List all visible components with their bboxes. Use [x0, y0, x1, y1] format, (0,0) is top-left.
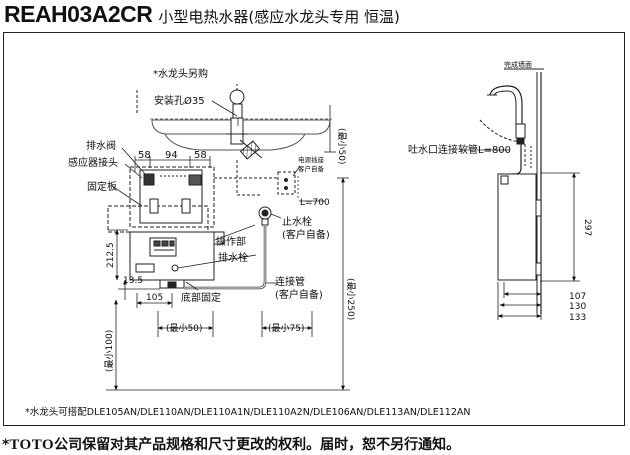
dim-130: 130 [569, 302, 586, 312]
dim-min50-bottom: (最小50) [166, 323, 202, 334]
dim-l700: L=700 [300, 198, 330, 208]
front-dimensions [106, 100, 350, 391]
dim-94: 94 [165, 150, 178, 161]
side-dimensions [460, 149, 580, 320]
footer-disclaimer: *TOTO公司保留对其产品规格和尺寸更改的权利。届时，恕不另行通知。 [2, 434, 460, 454]
label-faucet-separate: *水龙头另购 [153, 67, 208, 80]
dim-13-5: 13.5 [123, 276, 143, 286]
label-stop-valve-1: 止水栓 [282, 215, 312, 228]
dim-min100: (最小100) [104, 330, 115, 372]
label-power-outlet-1: 电源插座 [298, 155, 325, 164]
label-fixing-plate: 固定板 [87, 180, 117, 193]
page-title: REAH03A2CR 小型电热水器(感应水龙头专用 恒温) [4, 1, 400, 31]
label-connection-pipe-1: 连接管 [275, 275, 305, 288]
side-view [479, 68, 544, 314]
label-connection-pipe-2: (客户自备) [275, 288, 323, 301]
label-control-unit: 操作部 [216, 235, 246, 248]
brand-name: TOTO [9, 437, 55, 453]
stop-valve [258, 206, 272, 226]
front-view [107, 84, 332, 290]
dim-105: 105 [146, 293, 163, 303]
dim-min250: (最小250) [345, 278, 356, 320]
faucet-side [487, 85, 526, 145]
dim-212-5: 212.5 [106, 242, 116, 268]
label-stop-valve-2: (客户自备) [282, 228, 330, 241]
label-drain-plug: 排水栓 [218, 251, 248, 264]
faucet-compatibility-note: *水龙头可搭配DLE105AN/DLE110AN/DLE110A1N/DLE11… [25, 407, 471, 418]
label-drain-valve: 排水阀 [86, 139, 116, 152]
model-number: REAH03A2CR [4, 1, 153, 27]
water-heater-side [497, 146, 542, 281]
dim-min75: (最小75) [268, 323, 304, 334]
dim-297: 297 [582, 219, 592, 236]
label-outlet-hose: 吐水口连接软管L=800 [408, 143, 511, 156]
label-sensor-connector: 感应器接头 [68, 156, 118, 169]
product-description: 小型电热水器(感应水龙头专用 恒温) [158, 8, 400, 26]
dim-58b: 58 [194, 150, 207, 161]
dim-133: 133 [569, 313, 586, 323]
label-bottom-fixing: 底部固定 [181, 291, 221, 304]
dim-107: 107 [569, 292, 586, 302]
drawing-frame [3, 32, 625, 426]
footer-mark: * [2, 437, 10, 453]
dim-min50-top: (最小50) [336, 128, 347, 164]
water-heater-front [107, 166, 225, 289]
faucet-front [229, 84, 245, 119]
label-mount-hole: 安装孔Ø35 [154, 94, 205, 107]
label-power-outlet-2: 客户自备 [298, 164, 325, 173]
footer-text: 公司保留对其产品规格和尺寸更改的权利。届时，恕不另行通知。 [54, 437, 461, 453]
dim-58a: 58 [138, 150, 151, 161]
label-finished-wall: 完成墙面 [504, 60, 532, 69]
